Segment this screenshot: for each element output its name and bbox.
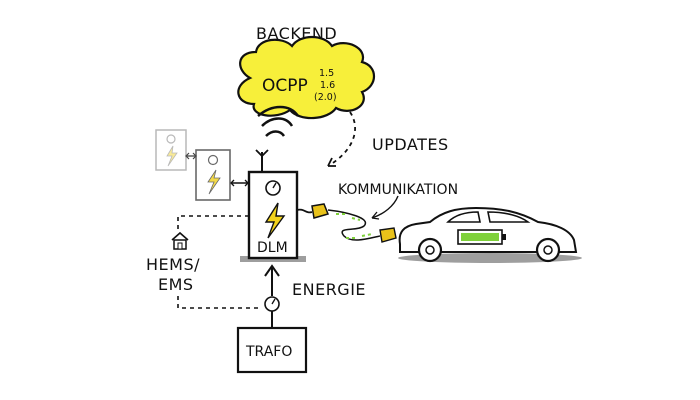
- meter-gauge-icon: [265, 180, 281, 196]
- ocpp-label: OCPP: [262, 76, 308, 96]
- trafo-box: [236, 326, 308, 374]
- ocpp-version-1: 1.5: [319, 68, 334, 79]
- charger-link-arrows: [185, 152, 249, 187]
- updates-arrow: [327, 111, 356, 167]
- energie-label: ENERGIE: [292, 280, 366, 299]
- ocpp-version-3: (2.0): [314, 92, 337, 103]
- battery-icon: [457, 229, 506, 245]
- trafo-label: TRAFO: [245, 344, 292, 360]
- dlm-charger: [240, 170, 306, 262]
- energy-arrow: [264, 264, 280, 328]
- kommunikation-label: KOMMUNIKATION: [338, 182, 458, 198]
- cloud-icon: [237, 35, 376, 120]
- charger-faded-2: [195, 149, 231, 201]
- ocpp-version-2: 1.6: [320, 80, 335, 91]
- house-icon: [171, 231, 189, 250]
- lightning-icon: [264, 202, 286, 239]
- dlm-label: DLM: [257, 240, 288, 256]
- kommunikation-arrow: [371, 195, 399, 219]
- hems-label-line2: EMS: [158, 275, 194, 294]
- electric-car-icon: [398, 206, 582, 263]
- hems-label-line1: HEMS/: [146, 255, 200, 274]
- energy-meter-icon: [264, 296, 280, 312]
- updates-label: UPDATES: [372, 135, 449, 154]
- antenna-icon: [255, 105, 300, 172]
- charger-faded-1: [155, 129, 187, 171]
- charging-cable: [327, 209, 397, 243]
- hems-connection: [177, 215, 262, 309]
- charger-plug: [296, 203, 330, 219]
